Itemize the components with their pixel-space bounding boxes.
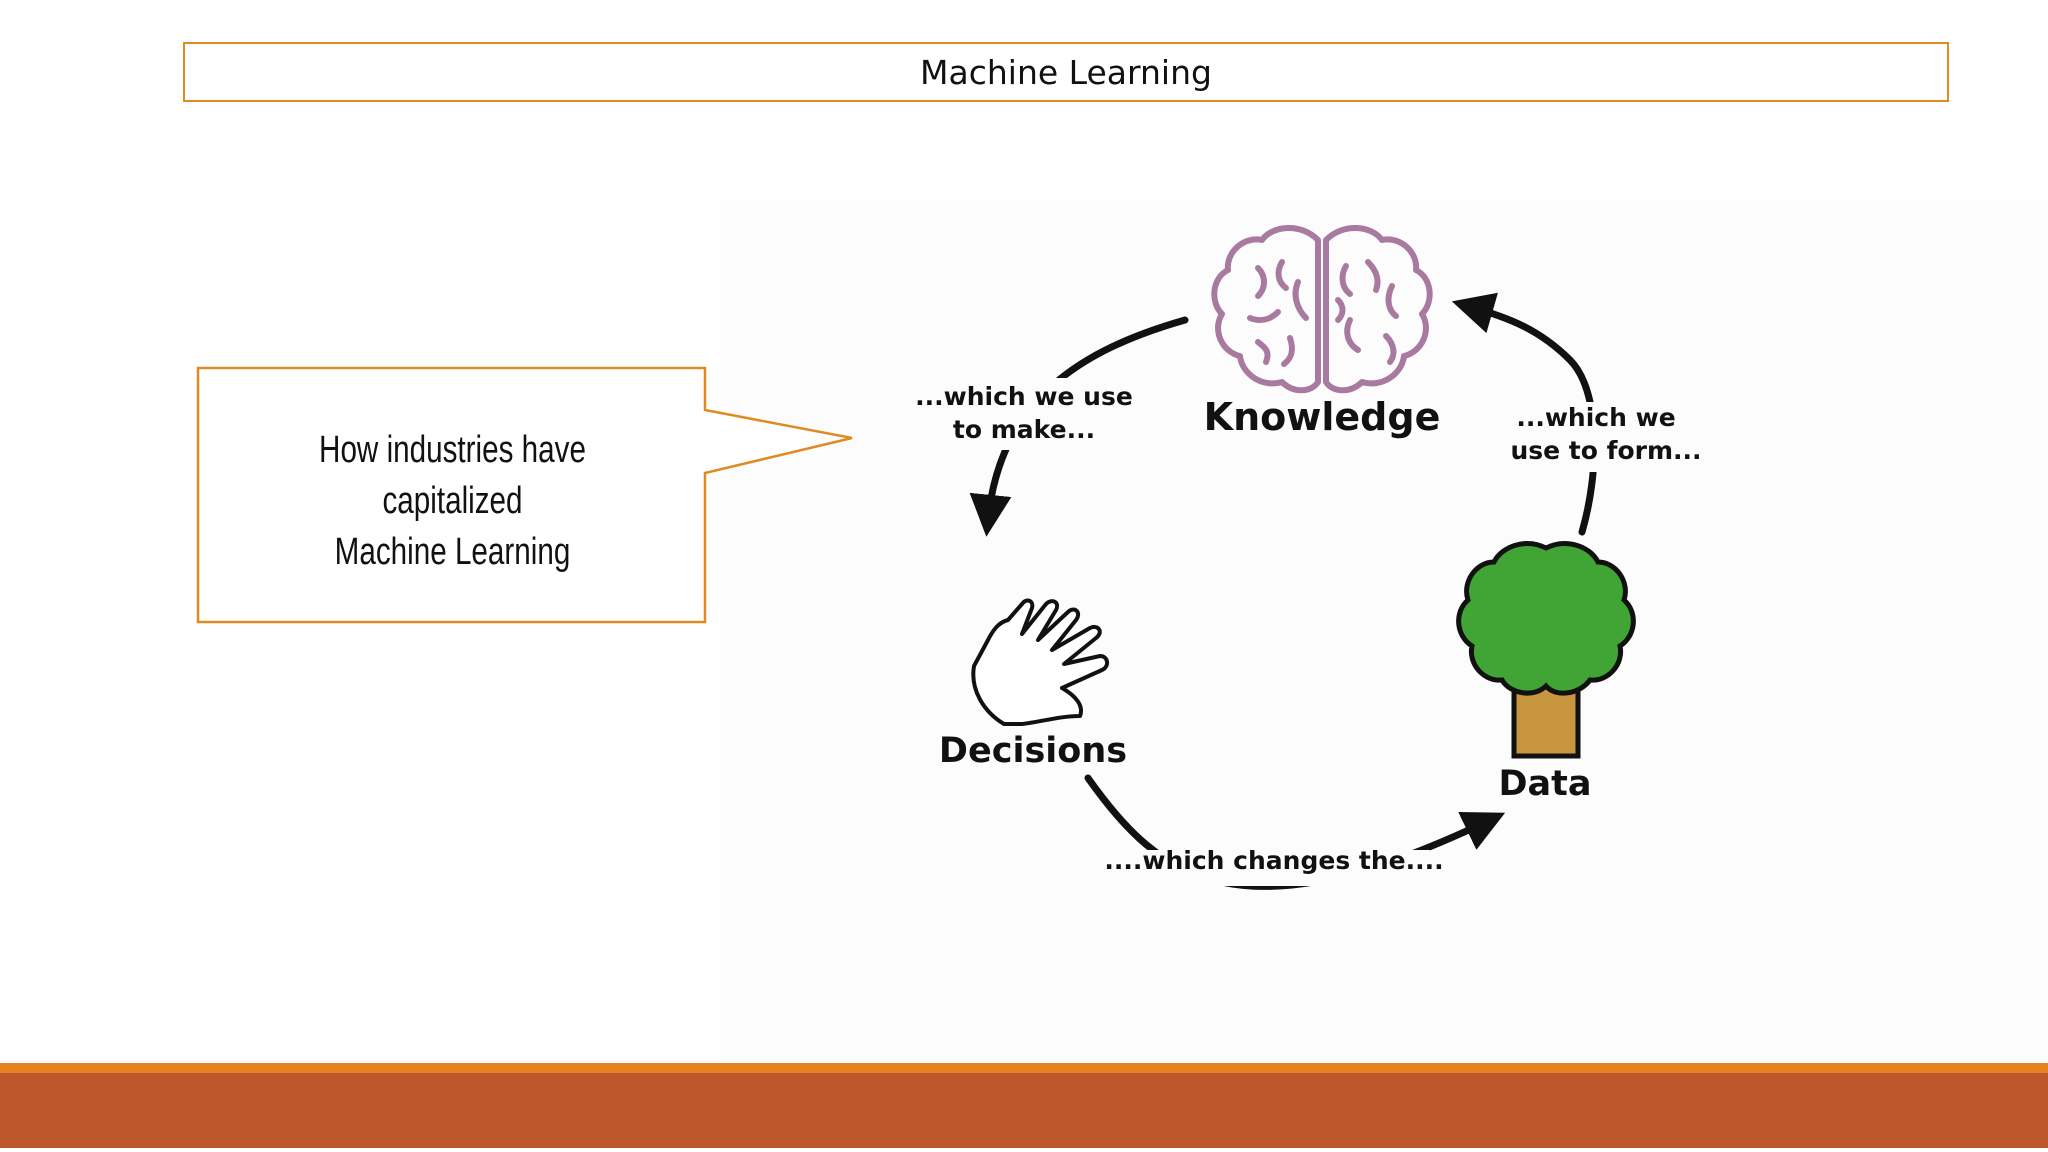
arrow-label-use-line1: ...which we use	[915, 382, 1133, 411]
callout-line-1: How industries have capitalized	[319, 429, 586, 522]
slide-title: Machine Learning	[920, 52, 1212, 92]
callout-line-2: Machine Learning	[334, 531, 571, 573]
arrow-data-to-knowledge	[1451, 292, 1598, 536]
arrow-label-form-line1: ...which we	[1516, 403, 1675, 432]
arrow-label-form-line2: use to form...	[1510, 436, 1701, 465]
diagram-background	[720, 200, 2048, 1060]
callout-text: How industries have capitalized Machine …	[256, 425, 650, 578]
footer-bar	[0, 1073, 2048, 1152]
hand-icon	[971, 598, 1109, 726]
arrow-label-use-line2: to make...	[953, 415, 1095, 444]
brain-icon	[1211, 224, 1433, 394]
node-label-knowledge: Knowledge	[1204, 395, 1441, 439]
arrow-label-changes: ....which changes the....	[1104, 846, 1443, 875]
node-label-decisions: Decisions	[939, 731, 1127, 771]
tree-icon	[1456, 541, 1636, 759]
slide-title-box: Machine Learning	[183, 42, 1949, 102]
node-label-data: Data	[1498, 764, 1591, 804]
footer-accent-stripe	[0, 1063, 2048, 1073]
footer-bottom-edge	[0, 1148, 2048, 1152]
